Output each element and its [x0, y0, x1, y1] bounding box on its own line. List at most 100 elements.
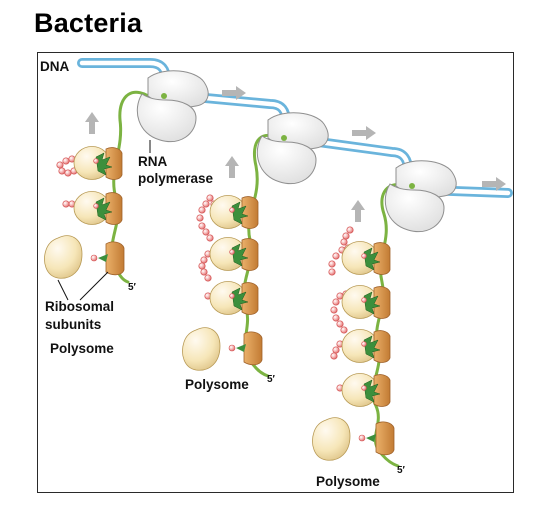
five-prime-label-3: 5′	[397, 465, 405, 476]
polymerase-lower-lobe	[136, 93, 197, 142]
ribosomes	[44, 146, 395, 461]
peptide-bead	[330, 306, 338, 314]
polysome-label-3: Polysome	[316, 474, 380, 489]
diagram-frame	[37, 52, 514, 493]
peptide-bead	[361, 341, 367, 347]
arrow-up-icon	[85, 112, 99, 134]
trna	[236, 344, 246, 352]
peptide-bead	[340, 326, 348, 334]
arrow-right-icon	[222, 86, 246, 100]
free-large-subunit-3	[312, 417, 351, 461]
free-large-subunit-1	[44, 235, 83, 279]
rna-polymerases	[136, 70, 457, 232]
peptide-bead	[228, 344, 236, 352]
peptide-bead	[206, 194, 214, 202]
peptide-bead	[332, 252, 340, 260]
trna	[95, 152, 113, 176]
rna-polymerase-2	[256, 112, 329, 184]
peptide-bead	[346, 226, 354, 234]
peptide-bead	[332, 298, 340, 306]
peptide-bead	[198, 262, 206, 270]
small-subunit	[373, 286, 391, 319]
polysome-label-1: Polysome	[50, 341, 114, 356]
leader-line-large-subunit	[57, 279, 69, 301]
arrow-right-icon	[352, 126, 376, 140]
small-subunit	[241, 196, 259, 229]
free-small-subunit-3	[375, 421, 395, 456]
trna	[231, 243, 249, 267]
polysome-label-2: Polysome	[185, 377, 249, 392]
free-small-subunit-1	[105, 241, 125, 276]
small-subunit	[241, 238, 259, 271]
rna-polymerase-label-line1: RNA	[138, 154, 168, 169]
trna	[363, 335, 381, 359]
leader-lines	[57, 140, 151, 301]
peptide-bead	[200, 268, 208, 276]
peptide-bead	[90, 254, 98, 262]
rna-polymerase-1	[136, 70, 209, 142]
peptide-bead	[62, 157, 70, 165]
peptide-bead	[58, 167, 66, 175]
peptide-bead	[229, 249, 235, 255]
five-prime-label-2: 5′	[267, 374, 275, 385]
trna	[363, 291, 381, 315]
peptide-bead	[340, 238, 348, 246]
ribosome-p1-2	[62, 191, 123, 225]
peptide-bead	[64, 169, 72, 177]
free-small-subunit-2	[243, 331, 263, 366]
peptide-bead	[332, 314, 340, 322]
trna	[366, 434, 376, 442]
peptide-bead	[202, 200, 210, 208]
trna	[363, 379, 381, 403]
direction-arrows	[85, 86, 506, 222]
peptide-bead	[336, 320, 344, 328]
small-subunit	[373, 242, 391, 275]
peptide-bead	[342, 232, 350, 240]
peptide-bead	[332, 346, 340, 354]
peptide-bead	[93, 158, 99, 164]
trna	[98, 254, 108, 262]
polymerase-active-site	[409, 183, 415, 189]
peptide-bead	[206, 234, 214, 242]
polymerase-active-site	[161, 93, 167, 99]
ribosome-p2-3	[204, 281, 259, 315]
peptide-bead	[330, 352, 338, 360]
polymerase-active-site	[281, 135, 287, 141]
peptide-bead	[229, 293, 235, 299]
peptide-bead	[56, 161, 64, 169]
ribosome-p1-1	[56, 146, 123, 180]
peptide-bead	[361, 253, 367, 259]
free-large-subunit-2	[182, 327, 221, 371]
arrow-up-icon	[225, 156, 239, 178]
trna	[95, 197, 113, 221]
trna	[363, 247, 381, 271]
rna-polymerase-3	[384, 160, 457, 232]
ribosome-p3-2	[330, 285, 391, 334]
arrow-right-icon	[482, 177, 506, 191]
peptide-bead	[358, 434, 366, 442]
trna	[231, 287, 249, 311]
peptide-bead	[62, 200, 70, 208]
small-subunit	[105, 192, 123, 225]
ribosome-p2-1	[196, 194, 259, 242]
ribosomal-subunits-label-line1: Ribosomal	[45, 299, 115, 314]
peptide-bead	[204, 274, 212, 282]
small-subunit	[105, 147, 123, 180]
peptide-bead	[196, 214, 204, 222]
peptide-bead	[328, 268, 336, 276]
rna-polymerase-label-line2: polymerase	[138, 171, 214, 186]
peptide-bead	[198, 222, 206, 230]
peptide-bead	[200, 256, 208, 264]
peptide-bead	[328, 260, 336, 268]
small-subunit	[373, 330, 391, 363]
ribosome-p3-4	[336, 373, 391, 407]
ribosome-p3-1	[328, 226, 391, 276]
polymerase-lower-lobe	[256, 135, 317, 184]
ribosome-p2-2	[198, 237, 259, 282]
peptide-bead	[361, 385, 367, 391]
five-prime-label-1: 5′	[128, 282, 136, 293]
peptide-bead	[93, 203, 99, 209]
peptide-bead	[198, 206, 206, 214]
peptide-bead	[361, 297, 367, 303]
